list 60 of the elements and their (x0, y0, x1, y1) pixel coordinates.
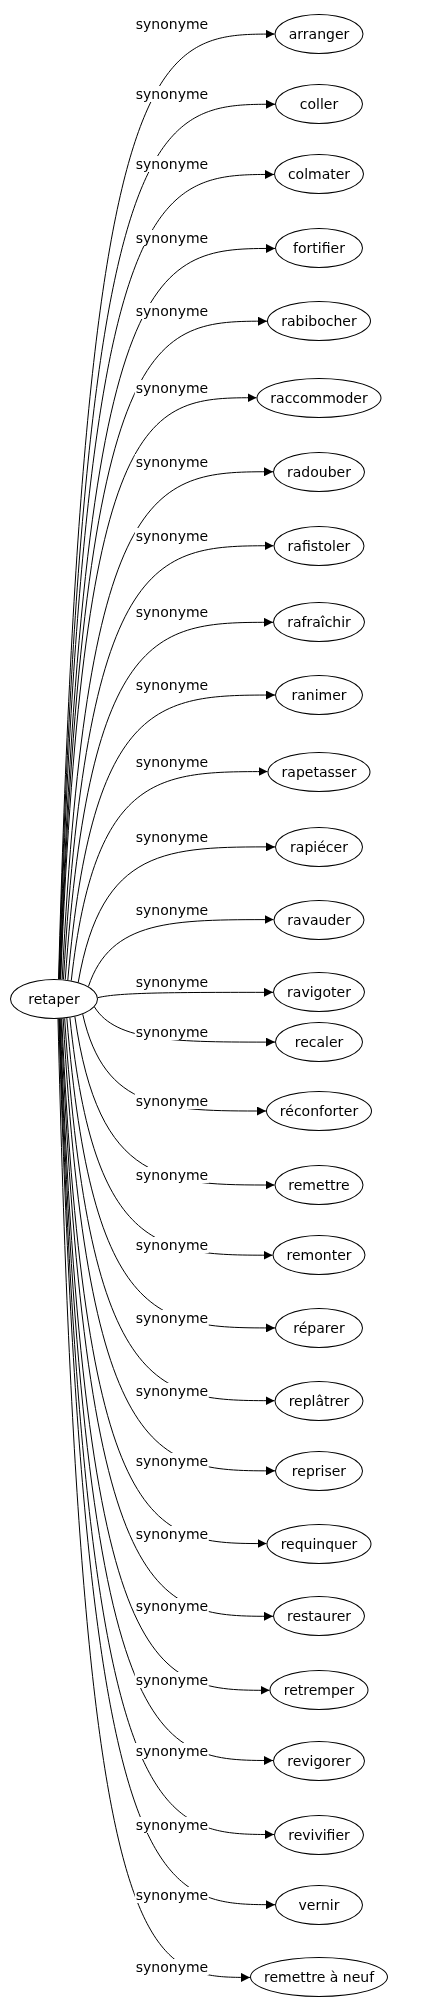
word-text: replâtrer (288, 1392, 350, 1409)
word-text: raccommoder (270, 389, 368, 406)
arrow (87, 915, 274, 988)
word-text: vernir (298, 1896, 340, 1913)
edge-label: synonyme (134, 1382, 210, 1399)
word-text: revigorer (287, 1752, 351, 1769)
arrow (97, 987, 274, 999)
edge-label: synonyme (134, 527, 210, 544)
arrow (77, 842, 276, 983)
word-text: réconforter (279, 1103, 359, 1119)
word-text: rafraîchir (287, 614, 351, 631)
word-text: coller (299, 96, 339, 113)
arrow (62, 1018, 276, 1476)
word-text: rapiécer (290, 838, 348, 855)
word-text: rabibocher (281, 313, 357, 330)
edge-label: synonyme (134, 1672, 210, 1689)
word-text: retremper (283, 1682, 355, 1699)
arrow (64, 1017, 275, 1406)
edge-label: synonyme (134, 1742, 210, 1759)
word-text: recaler (294, 1034, 344, 1051)
edge-label: synonyme (134, 379, 210, 396)
word-text: restaurer (286, 1608, 352, 1625)
edge-label: synonyme (134, 1167, 210, 1183)
arrow (57, 1018, 251, 1982)
word-text: requinquer (280, 1535, 358, 1552)
word-text: rapetasser (281, 763, 357, 780)
word-text: ravauder (287, 911, 351, 928)
word-text: fortifier (293, 240, 345, 257)
edge-label: synonyme (134, 1886, 210, 1903)
arrow (60, 393, 257, 980)
word-text: ranimer (291, 687, 347, 704)
word-text: ravigoter (287, 984, 351, 1001)
word-text: remettre (288, 1177, 350, 1193)
edge-label: synonyme (134, 86, 210, 103)
word-text: arranger (288, 26, 350, 43)
word-text: réparer (293, 1319, 345, 1336)
edge-label: synonyme (134, 303, 210, 320)
word-text: rafistoler (287, 537, 351, 554)
edge-label: synonyme (134, 1093, 210, 1109)
word-text: colmater (287, 166, 351, 183)
edge-label: synonyme (134, 1959, 210, 1976)
edge-label: synonyme (134, 1598, 210, 1615)
arrow (64, 617, 274, 981)
edge-label: synonyme (134, 1237, 210, 1254)
word-text: retaper (28, 991, 80, 1007)
edge-label: synonyme (134, 1452, 210, 1469)
word-text: revivifier (288, 1826, 350, 1843)
synonym-ellipse (10, 979, 98, 1019)
arrow (67, 690, 276, 981)
edge-label: synonyme (134, 230, 210, 247)
word-text: remettre à neuf (263, 1969, 375, 1986)
word-text: radouber (287, 463, 351, 480)
word-text: repriser (291, 1462, 347, 1479)
edge-label: synonyme (134, 156, 210, 173)
edge-label: synonyme (134, 1309, 210, 1326)
word-text: remonter (286, 1247, 352, 1264)
arrow (66, 1017, 276, 1333)
edge-label: synonyme (134, 1816, 210, 1833)
edge-label: synonyme (134, 1525, 210, 1542)
edge-label: synonyme (134, 453, 210, 470)
